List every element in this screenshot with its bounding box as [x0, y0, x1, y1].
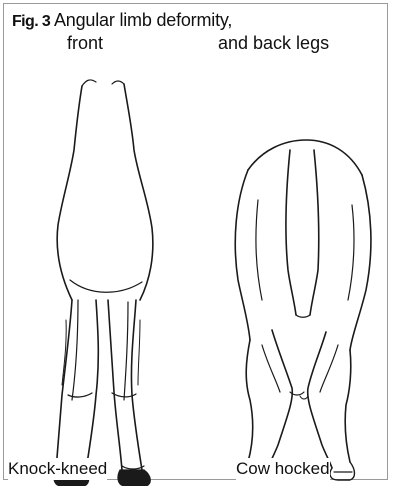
caption-cow-hocked: Cow hocked — [236, 458, 330, 480]
hind-legs-cow-hocked-icon — [235, 140, 371, 480]
caption-knock-kneed: Knock-kneed — [8, 458, 107, 480]
front-legs-knock-kneed-icon — [54, 80, 153, 486]
